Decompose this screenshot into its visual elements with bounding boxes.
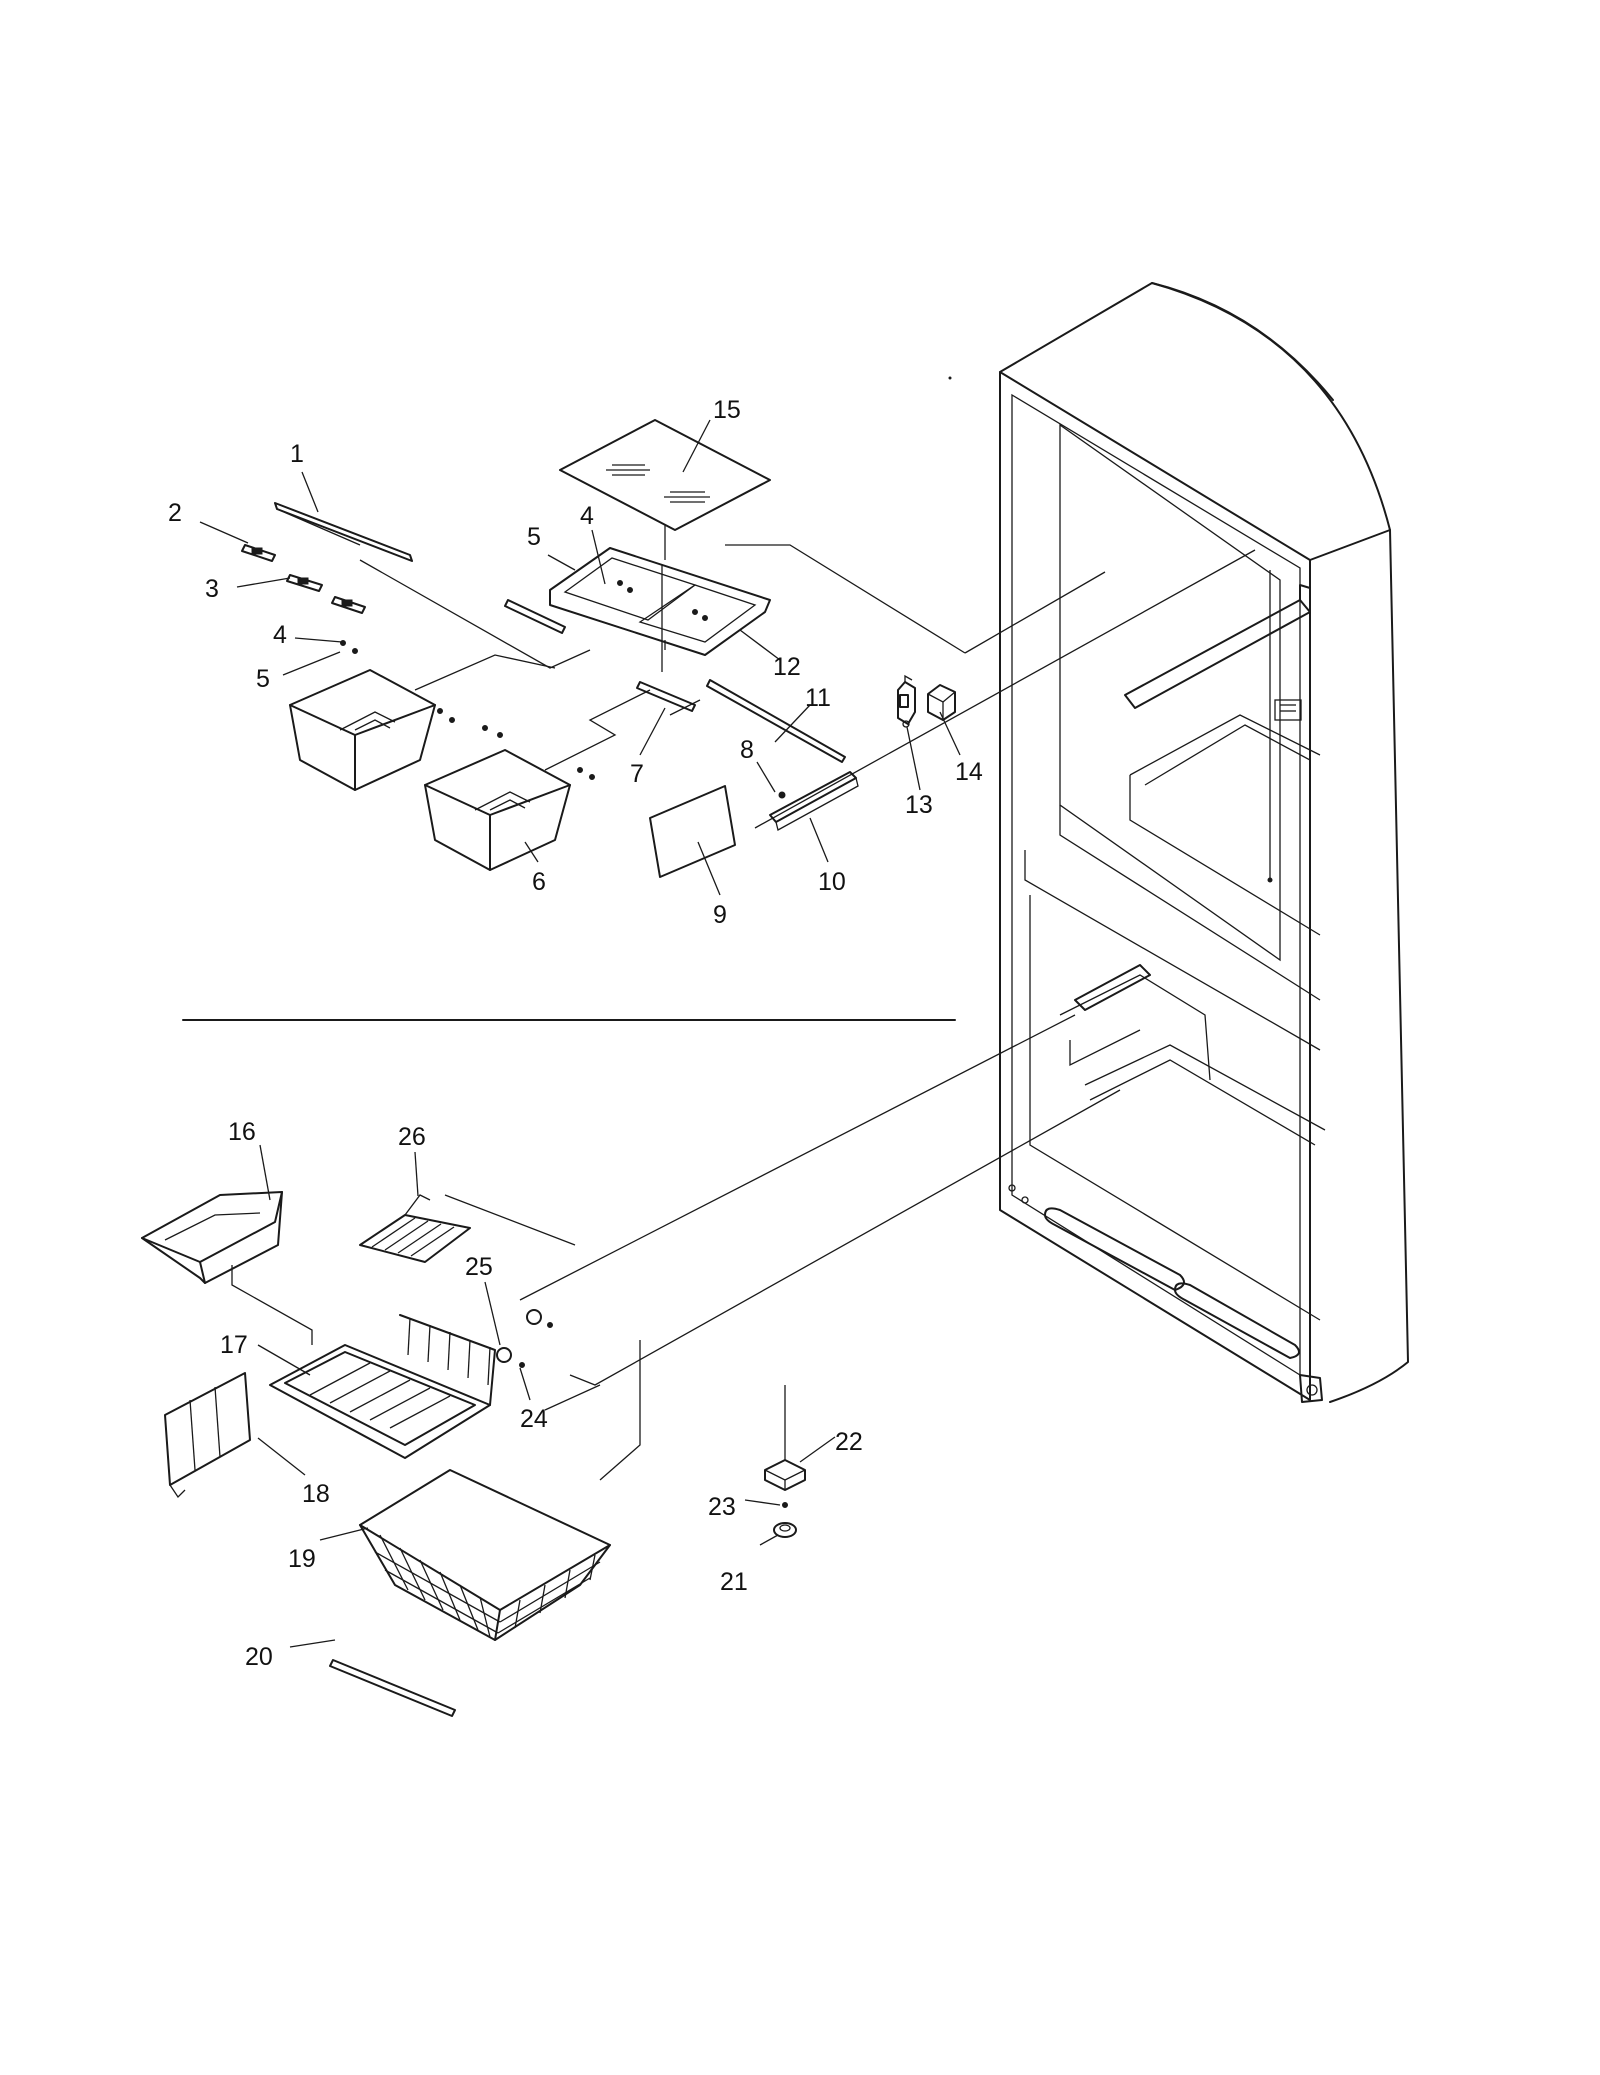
callout-22: 22 bbox=[835, 1428, 863, 1456]
callout-20: 20 bbox=[245, 1643, 273, 1671]
callout-1: 1 bbox=[290, 440, 304, 468]
callout-24: 24 bbox=[520, 1405, 548, 1433]
callout-11: 11 bbox=[805, 684, 831, 712]
callout-labels: 1 2 3 4 4 5 5 6 7 8 9 10 11 12 13 14 15 … bbox=[168, 396, 983, 1671]
callout-5-lower: 5 bbox=[256, 665, 270, 693]
part-15-glass-shelf bbox=[559, 419, 771, 531]
callout-13: 13 bbox=[905, 791, 933, 819]
part-13-control bbox=[897, 674, 916, 728]
callout-12: 12 bbox=[773, 653, 801, 681]
part-19-wire-basket bbox=[359, 1469, 611, 1641]
callout-25: 25 bbox=[465, 1253, 493, 1281]
callout-19: 19 bbox=[288, 1545, 316, 1573]
part-9-panel bbox=[649, 785, 736, 878]
callout-26: 26 bbox=[398, 1123, 426, 1151]
stray-dot bbox=[948, 376, 952, 380]
callout-21: 21 bbox=[720, 1568, 748, 1596]
callout-4-upper: 4 bbox=[580, 502, 594, 530]
callout-14: 14 bbox=[955, 758, 983, 786]
crisper-screws bbox=[340, 640, 595, 780]
callout-4-lower: 4 bbox=[273, 621, 287, 649]
callout-5-upper: 5 bbox=[527, 523, 541, 551]
part-10-bar bbox=[769, 771, 859, 831]
part-3-slide bbox=[286, 574, 366, 614]
part-23-screw bbox=[782, 1502, 788, 1508]
part-26-bracket bbox=[359, 1194, 471, 1263]
callout-15: 15 bbox=[713, 396, 741, 424]
refrigerator-cabinet bbox=[999, 282, 1409, 1403]
part-8-screw bbox=[778, 791, 786, 799]
callout-10: 10 bbox=[818, 868, 846, 896]
part-21-leveler bbox=[773, 1522, 797, 1538]
part-1-cover-rail bbox=[274, 502, 413, 562]
part-22-bracket bbox=[764, 1385, 806, 1491]
callout-8: 8 bbox=[740, 736, 754, 764]
assembly-lines-upper bbox=[359, 525, 1256, 829]
part-20-rod bbox=[329, 1659, 456, 1717]
callout-18: 18 bbox=[302, 1480, 330, 1508]
part-25-roller bbox=[496, 1309, 553, 1368]
callout-leaders bbox=[199, 419, 961, 1648]
crisper-drawer-left bbox=[289, 669, 436, 791]
part-16-bin bbox=[141, 1191, 283, 1284]
callout-23: 23 bbox=[708, 1493, 736, 1521]
callout-17: 17 bbox=[220, 1331, 248, 1359]
part-11-strip bbox=[706, 679, 846, 763]
part-6-crisper-drawer bbox=[424, 749, 571, 871]
callout-16: 16 bbox=[228, 1118, 256, 1146]
callout-3: 3 bbox=[205, 575, 219, 603]
callout-6: 6 bbox=[532, 868, 546, 896]
part-18-divider bbox=[164, 1372, 251, 1499]
part-17-wire-shelf bbox=[269, 1314, 496, 1459]
callout-9: 9 bbox=[713, 901, 727, 929]
part-12-crisper-cover bbox=[549, 547, 771, 672]
part-7-strip bbox=[504, 599, 696, 712]
assembly-lines-lower bbox=[231, 1014, 1121, 1481]
callout-2: 2 bbox=[168, 499, 182, 527]
callout-7: 7 bbox=[630, 760, 644, 788]
part-2-slide bbox=[241, 544, 276, 562]
